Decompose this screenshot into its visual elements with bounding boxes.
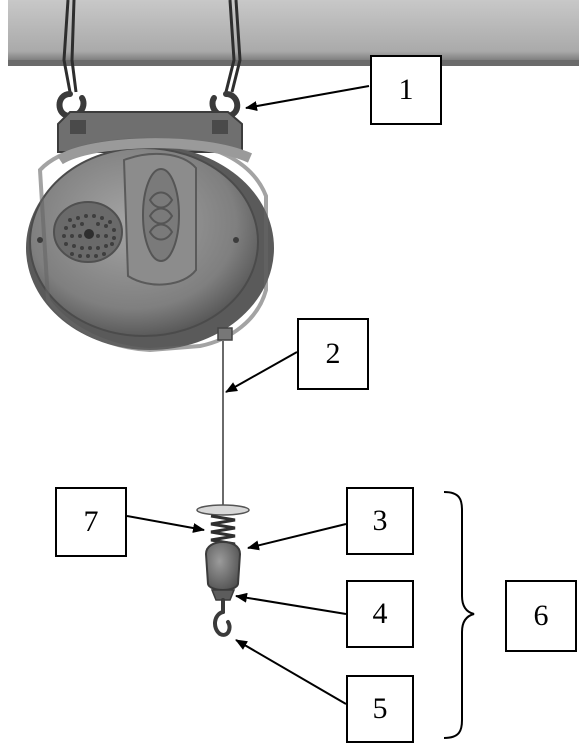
leader-arrow-4: [235, 592, 347, 615]
callout-3: 3: [346, 487, 414, 555]
callout-6: 6: [505, 580, 577, 652]
callout-2: 2: [297, 318, 369, 390]
leader-arrow-2: [225, 351, 298, 393]
callout-5-label: 5: [372, 692, 388, 725]
cable-outlet: [217, 327, 233, 341]
leader-arrow-7: [126, 515, 205, 533]
leader-arrows: [126, 85, 370, 705]
callout-4: 4: [346, 580, 414, 648]
callout-6-label: 6: [533, 599, 549, 632]
callout-1-label: 1: [398, 73, 414, 106]
leader-arrow-5: [235, 639, 347, 705]
leader-arrow-1: [245, 85, 370, 111]
callout-7: 7: [55, 487, 127, 557]
callout-2-label: 2: [325, 337, 341, 370]
suspension-cables: [62, 0, 242, 93]
callout-1: 1: [370, 55, 442, 125]
logo-emblem-icon: [142, 168, 180, 262]
group-bracket: [443, 491, 475, 739]
counterweight: [204, 540, 242, 601]
callout-4-label: 4: [372, 597, 388, 630]
stop-washer: [196, 504, 250, 516]
callout-7-label: 7: [83, 505, 99, 538]
load-hook-icon: [213, 598, 232, 637]
overhead-beam: [8, 0, 579, 66]
leader-arrow-3: [247, 523, 347, 551]
housing-screws: [37, 237, 239, 243]
callout-5: 5: [346, 675, 414, 743]
callout-3-label: 3: [372, 504, 388, 537]
speaker-grille-icon: [53, 201, 123, 263]
